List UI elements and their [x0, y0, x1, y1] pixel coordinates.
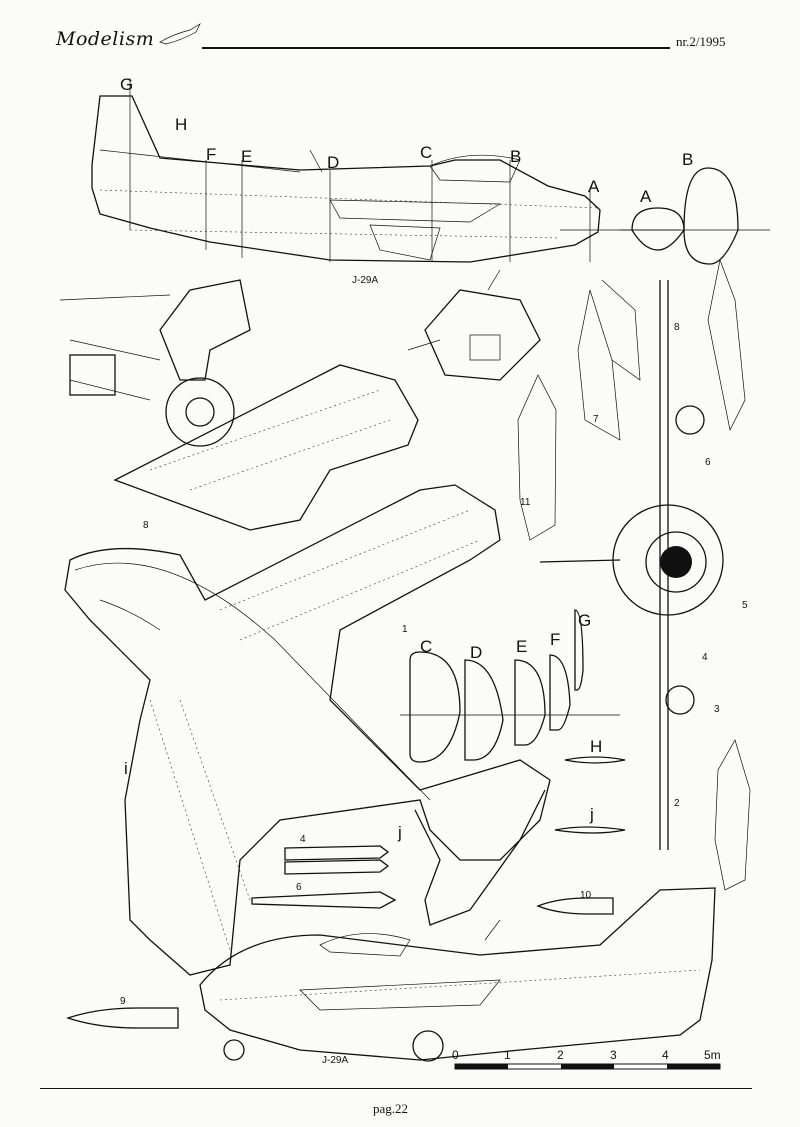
- logo-plane-icon: [159, 23, 201, 45]
- svg-text:H: H: [175, 115, 187, 134]
- svg-text:10: 10: [580, 890, 592, 901]
- cross-sections-cfh: [400, 609, 626, 834]
- svg-text:F: F: [550, 630, 560, 649]
- svg-text:J-29A: J-29A: [322, 1055, 348, 1066]
- scale-tick: 1: [504, 1048, 511, 1062]
- svg-text:7: 7: [593, 414, 599, 425]
- svg-text:C: C: [420, 143, 432, 162]
- scale-bar: [454, 1063, 721, 1070]
- svg-text:G: G: [120, 75, 133, 94]
- svg-text:G: G: [578, 611, 591, 630]
- svg-text:j: j: [589, 805, 594, 824]
- ejection-seat-detail: [407, 269, 541, 381]
- svg-text:B: B: [682, 150, 693, 169]
- scale-tick: 3: [610, 1048, 617, 1062]
- scale-tick: 4: [662, 1048, 669, 1062]
- issue-number: nr.2/1995: [676, 34, 726, 49]
- svg-text:4: 4: [300, 834, 306, 845]
- svg-text:F: F: [206, 145, 216, 164]
- side-view-bottom: [199, 887, 716, 1062]
- svg-text:3: 3: [714, 704, 720, 715]
- front-view: [517, 258, 751, 891]
- svg-text:5: 5: [742, 600, 748, 611]
- svg-text:C: C: [420, 637, 432, 656]
- scale-tick: 0: [452, 1048, 459, 1062]
- svg-text:6: 6: [296, 882, 302, 893]
- svg-text:A: A: [588, 177, 600, 196]
- magazine-logo: Modelism: [56, 28, 155, 50]
- svg-text:D: D: [470, 643, 482, 662]
- plan-view: [64, 364, 551, 976]
- svg-text:9: 9: [120, 996, 126, 1007]
- side-view-top: [91, 78, 680, 263]
- svg-text:H: H: [590, 737, 602, 756]
- footer-rule: [40, 1088, 752, 1089]
- cross-sections-ab: [620, 167, 770, 265]
- header-rule: [202, 47, 670, 49]
- landing-gear-detail: [59, 279, 251, 447]
- svg-text:E: E: [241, 147, 252, 166]
- svg-text:8: 8: [143, 520, 149, 531]
- svg-text:8: 8: [674, 322, 680, 333]
- svg-text:6: 6: [705, 457, 711, 468]
- stores: [65, 845, 614, 1029]
- svg-text:A: A: [640, 187, 652, 206]
- svg-text:B: B: [510, 147, 521, 166]
- scale-tick: 2: [557, 1048, 564, 1062]
- svg-text:j: j: [397, 823, 402, 842]
- scale-tick: 5m: [704, 1048, 721, 1062]
- svg-text:i: i: [124, 759, 128, 778]
- svg-text:4: 4: [702, 652, 708, 663]
- svg-text:1: 1: [402, 624, 408, 635]
- svg-text:E: E: [516, 637, 527, 656]
- svg-text:J-29A: J-29A: [352, 275, 378, 286]
- svg-text:11: 11: [520, 497, 531, 508]
- svg-text:2: 2: [674, 798, 680, 809]
- svg-text:D: D: [327, 153, 339, 172]
- page-number: pag.22: [373, 1101, 409, 1116]
